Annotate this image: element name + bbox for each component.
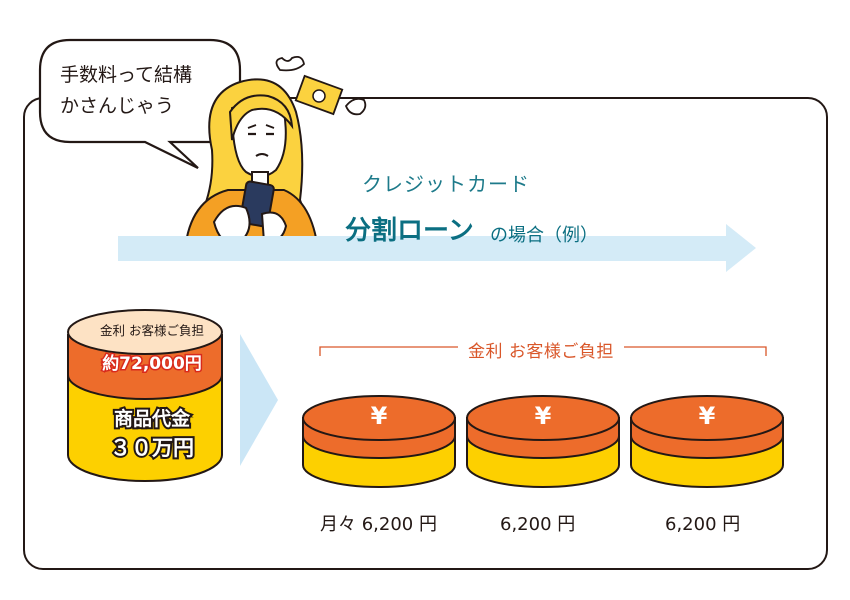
- goods-price: ３０万円: [82, 432, 222, 462]
- yen-symbol: ¥: [513, 402, 573, 430]
- installment-label: 6,200 円: [665, 510, 740, 536]
- interest-amount: 約72,000円: [82, 349, 222, 374]
- card-label: クレジットカード: [362, 168, 530, 197]
- speech-line-1: 手数料って結構: [60, 60, 192, 91]
- chevron-arrow: [240, 334, 278, 466]
- installment-label: 6,200 円: [500, 510, 575, 536]
- goods-label: 商品代金: [82, 404, 222, 431]
- right-burden-label: 金利 お客様ご負担: [458, 337, 624, 362]
- left-burden-label: 金利 お客様ご負担: [82, 320, 222, 339]
- speech-line-2: かさんじゃう: [60, 91, 192, 122]
- speech-bubble-text: 手数料って結構 かさんじゃう: [60, 60, 192, 122]
- yen-symbol: ¥: [349, 402, 409, 430]
- yen-symbol: ¥: [677, 402, 737, 430]
- installment-label: 月々 6,200 円: [320, 510, 437, 536]
- loan-title: 分割ローン: [345, 210, 474, 247]
- loan-title-suffix: の場合（例）: [490, 221, 598, 247]
